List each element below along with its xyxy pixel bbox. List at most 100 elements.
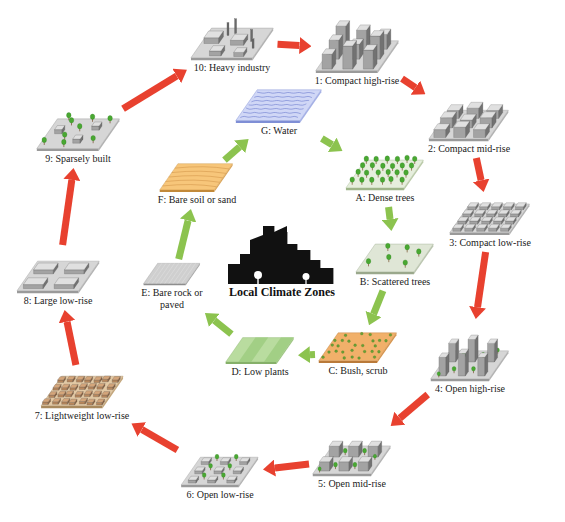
illustration-part	[342, 41, 356, 70]
illustration-part	[465, 224, 476, 228]
illustration-part	[41, 406, 102, 408]
illustration-part	[328, 351, 331, 354]
illustration-part	[69, 384, 77, 390]
illustration-part	[107, 116, 112, 121]
illustration-part	[190, 58, 252, 60]
illustration-part	[208, 476, 218, 483]
illustration-part	[475, 210, 486, 214]
illustration-part	[72, 135, 82, 143]
illustration-part	[334, 462, 338, 467]
illustration-part	[349, 446, 359, 457]
illustration-part	[41, 376, 123, 406]
illustration-part	[385, 339, 388, 342]
illustration-part	[93, 377, 101, 380]
illustration-part	[492, 203, 503, 210]
illustration-part	[348, 340, 351, 343]
illustration-part	[233, 467, 243, 471]
illustration-part	[93, 391, 101, 394]
illustration-part	[57, 391, 65, 397]
illustration-part	[67, 376, 75, 382]
zone-illustration	[180, 448, 260, 488]
illustration-part	[228, 226, 333, 284]
illustration-part	[363, 45, 377, 69]
zone-tile: F: Bare soil or sand	[158, 162, 236, 206]
illustration-part	[343, 357, 346, 360]
illustration-part	[84, 391, 92, 394]
zone-label: 4: Open high-rise	[435, 383, 505, 395]
title-emblem: Local Climate Zones	[222, 222, 342, 299]
illustration-part	[96, 383, 104, 386]
illustration-part	[79, 402, 85, 404]
illustration-part	[17, 261, 99, 291]
cycle-arrow	[142, 429, 178, 449]
illustration-part	[101, 395, 107, 397]
illustration-part	[188, 480, 196, 483]
illustration-part	[478, 353, 488, 376]
illustration-part	[226, 338, 294, 365]
zone-illustration	[315, 10, 400, 74]
illustration-part	[23, 278, 47, 289]
illustration-part	[346, 160, 423, 188]
illustration-part	[202, 473, 206, 478]
illustration-part	[439, 353, 449, 376]
illustration-part	[506, 221, 514, 224]
zone-tile: 9: Sparsely built	[36, 108, 121, 165]
illustration-part	[48, 392, 56, 395]
illustration-part	[344, 334, 347, 337]
illustration-part	[356, 272, 414, 274]
illustration-part	[341, 351, 344, 354]
illustration-part	[88, 387, 94, 389]
illustration-part	[405, 155, 410, 160]
illustration-part	[84, 394, 90, 396]
cycle-arrow	[277, 44, 299, 45]
illustration-part	[458, 353, 465, 376]
illustration-part	[477, 224, 488, 228]
illustration-part	[494, 217, 505, 224]
illustration-part	[230, 40, 243, 45]
illustration-part	[333, 339, 336, 342]
illustration-part	[351, 349, 354, 352]
illustration-part	[54, 285, 74, 289]
illustration-part	[487, 210, 498, 214]
cycle-arrow	[476, 158, 481, 180]
illustration-part	[233, 48, 246, 57]
illustration-part	[61, 388, 67, 390]
illustration-part	[238, 338, 268, 362]
illustration-part	[203, 31, 222, 38]
illustration-part	[487, 105, 503, 111]
illustration-part	[33, 263, 57, 270]
illustration-part	[17, 291, 79, 293]
illustration-part	[429, 102, 508, 141]
illustration-part	[342, 41, 356, 46]
zone-label: 9: Sparsely built	[45, 153, 111, 165]
illustration-part	[57, 395, 63, 397]
illustration-part	[42, 399, 50, 402]
illustration-part	[234, 454, 238, 459]
illustration-part	[385, 156, 390, 161]
illustration-part	[61, 402, 67, 404]
zone-label: 1: Compact high-rise	[315, 75, 399, 87]
illustration-part	[33, 263, 57, 274]
illustration-part	[329, 35, 343, 40]
illustration-part	[404, 170, 409, 175]
illustration-part	[107, 384, 115, 387]
illustration-part	[329, 441, 343, 446]
illustration-part	[470, 221, 478, 224]
illustration-part	[76, 376, 84, 379]
illustration-part	[322, 49, 336, 69]
illustration-part	[477, 224, 488, 231]
zone-tile: 6: Open low-rise	[180, 448, 260, 501]
illustration-part	[160, 164, 233, 192]
illustration-part	[234, 18, 236, 20]
illustration-part	[363, 350, 366, 353]
illustration-part	[169, 263, 183, 283]
illustration-part	[342, 46, 352, 69]
illustration-part	[54, 130, 61, 134]
illustration-part	[101, 392, 109, 395]
illustration-part	[363, 448, 367, 453]
illustration-part	[250, 235, 263, 240]
illustration-part	[33, 270, 53, 274]
illustration-part	[492, 203, 503, 207]
illustration-part	[102, 379, 108, 381]
